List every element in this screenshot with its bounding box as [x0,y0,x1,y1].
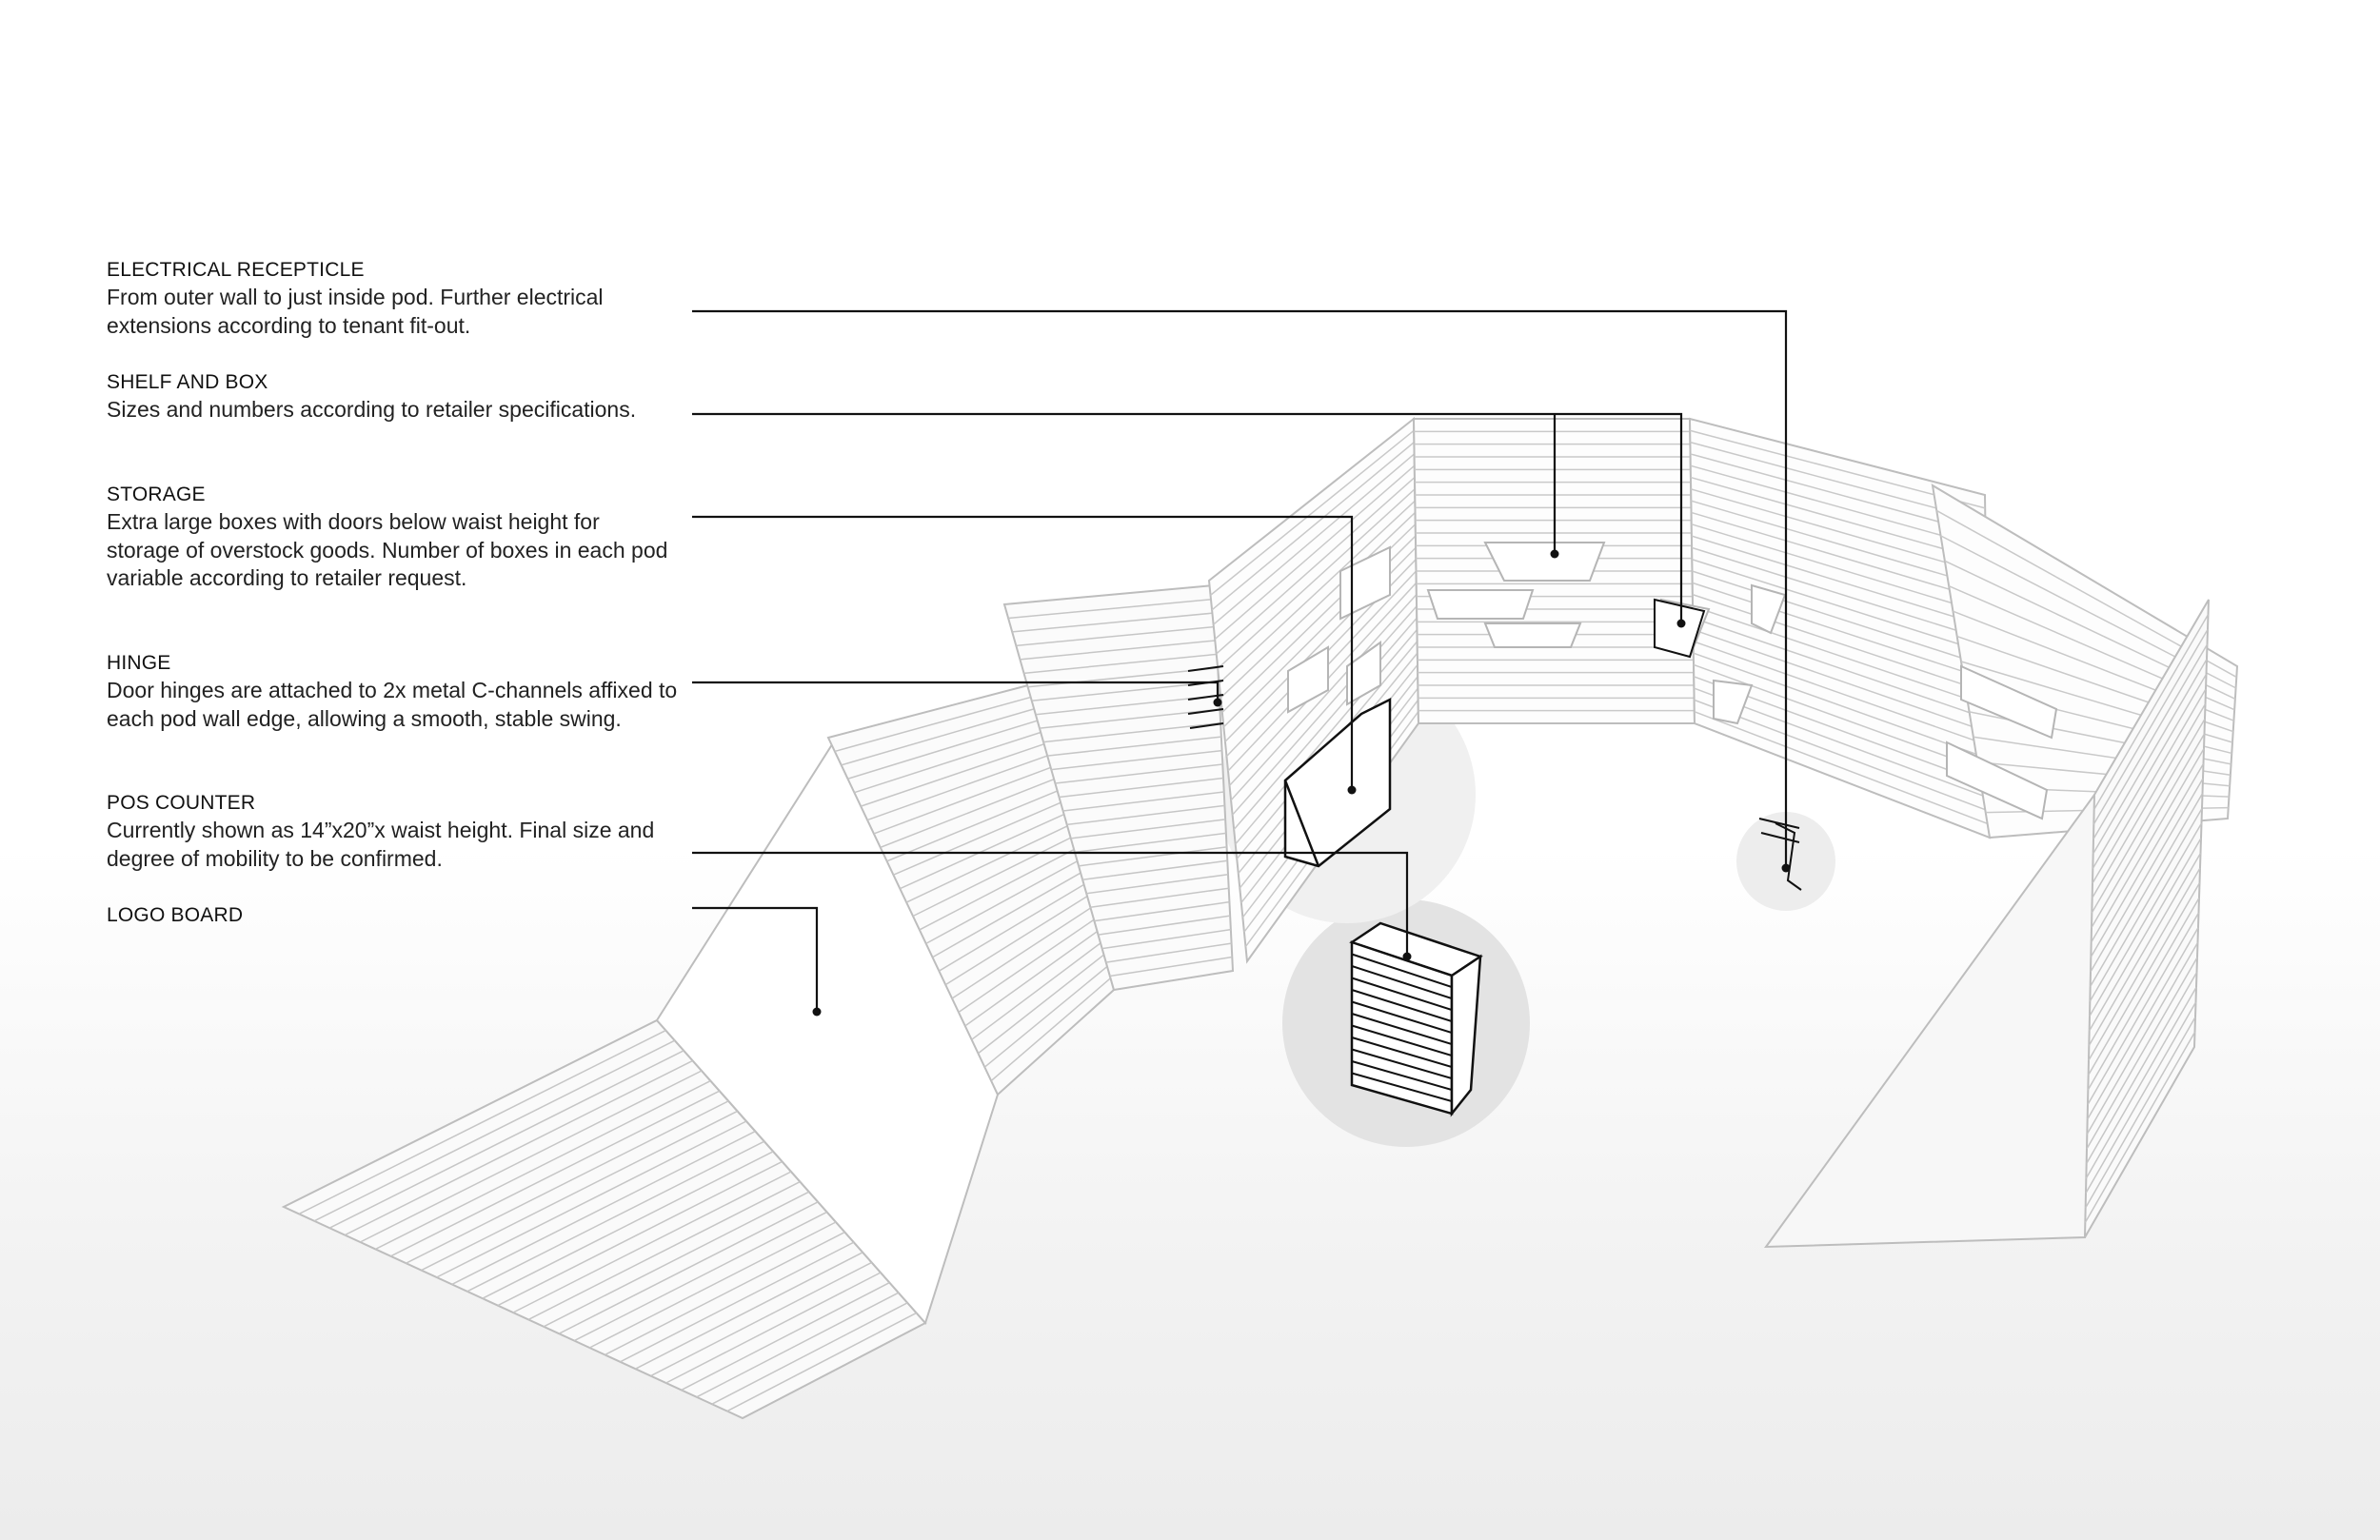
shelf-3 [1483,622,1582,648]
leader-dots [812,549,1791,1017]
box-medium-2 [1751,583,1787,635]
shelf-4 [1960,664,2058,740]
leader-electrical [692,309,1788,868]
box-small-3 [1346,641,1381,706]
door-panel-right [1763,599,2210,1249]
leader-lines [692,309,1788,1012]
callout-description: Currently shown as 14”x20”x waist height… [107,818,655,871]
callout-hinge: HINGE Door hinges are attached to 2x met… [107,650,678,733]
callout-title: STORAGE [107,484,206,505]
callout-shelf-and-box: SHELF AND BOX Sizes and numbers accordin… [107,369,678,424]
box-small-2 [1287,645,1329,714]
callout-electrical-recepticle: ELECTRICAL RECEPTICLE From outer wall to… [107,257,678,340]
callout-pos-counter: POS COUNTER Currently shown as 14”x20”x … [107,790,678,873]
leader-hinge [692,681,1220,702]
callout-title: POS COUNTER [107,792,256,814]
leader-pos [692,851,1409,957]
box-medium-3 [1713,679,1754,725]
callout-description: Door hinges are attached to 2x metal C-c… [107,678,678,731]
callout-title: HINGE [107,652,171,674]
leader-storage [692,515,1354,790]
wall-panel-3 [1002,583,1235,992]
pos-counter [1349,921,1483,1117]
logo-board-panel [281,736,1000,1420]
callout-description: Extra large boxes with doors below waist… [107,509,668,590]
callout-storage: STORAGE Extra large boxes with doors bel… [107,482,678,593]
callout-title: SHELF AND BOX [107,371,268,393]
callout-title: LOGO BOARD [107,904,244,926]
box-detail [1654,598,1706,659]
back-wall-right [1688,417,1992,839]
shelf-1 [1483,542,1606,582]
pod-walls [281,416,2239,1420]
callout-description: From outer wall to just inside pod. Furt… [107,285,604,338]
shelf-2 [1426,589,1535,620]
leader-box [692,412,1683,623]
leader-logo [692,906,819,1012]
callout-description: Sizes and numbers according to retailer … [107,397,637,422]
callout-logo-board: LOGO BOARD [107,902,678,929]
wall-panel-2 [826,683,1116,1096]
callout-title: ELECTRICAL RECEPTICLE [107,259,365,281]
shelf-5 [1946,740,2049,820]
